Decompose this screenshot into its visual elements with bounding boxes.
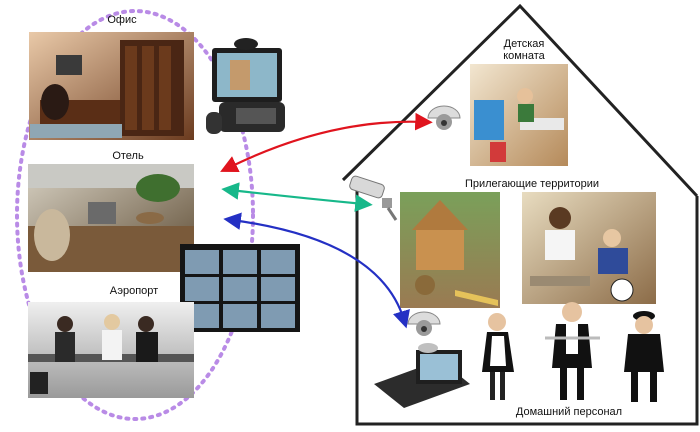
arrow-blue — [223, 212, 410, 329]
butler-icon — [545, 302, 600, 400]
dome-camera-icon — [427, 105, 461, 130]
hotel-label: Отель — [112, 150, 144, 162]
office-photo — [29, 32, 194, 140]
office-label: Офис — [107, 14, 137, 26]
hotel-photo — [28, 164, 194, 272]
staff-label: Домашний персонал — [515, 406, 623, 418]
arrow-green — [221, 182, 373, 212]
kids-room-label-2: комната — [503, 50, 545, 62]
dome-camera-icon — [407, 311, 441, 336]
chauffeur-icon — [624, 311, 664, 402]
cctv-monitor-icon — [180, 244, 300, 332]
conference-phone-icon — [374, 343, 470, 408]
kids-room-label-1: Детская — [503, 38, 545, 50]
backyard-photo — [522, 192, 656, 304]
videophone-icon — [206, 38, 285, 134]
arrow-red — [220, 112, 433, 173]
airport-photo — [28, 302, 194, 398]
territories-label: Прилегающие территории — [464, 178, 600, 190]
maid-icon — [482, 313, 514, 400]
playground-photo — [400, 192, 500, 308]
kids-room-photo — [470, 64, 568, 166]
airport-label: Аэропорт — [109, 285, 159, 297]
